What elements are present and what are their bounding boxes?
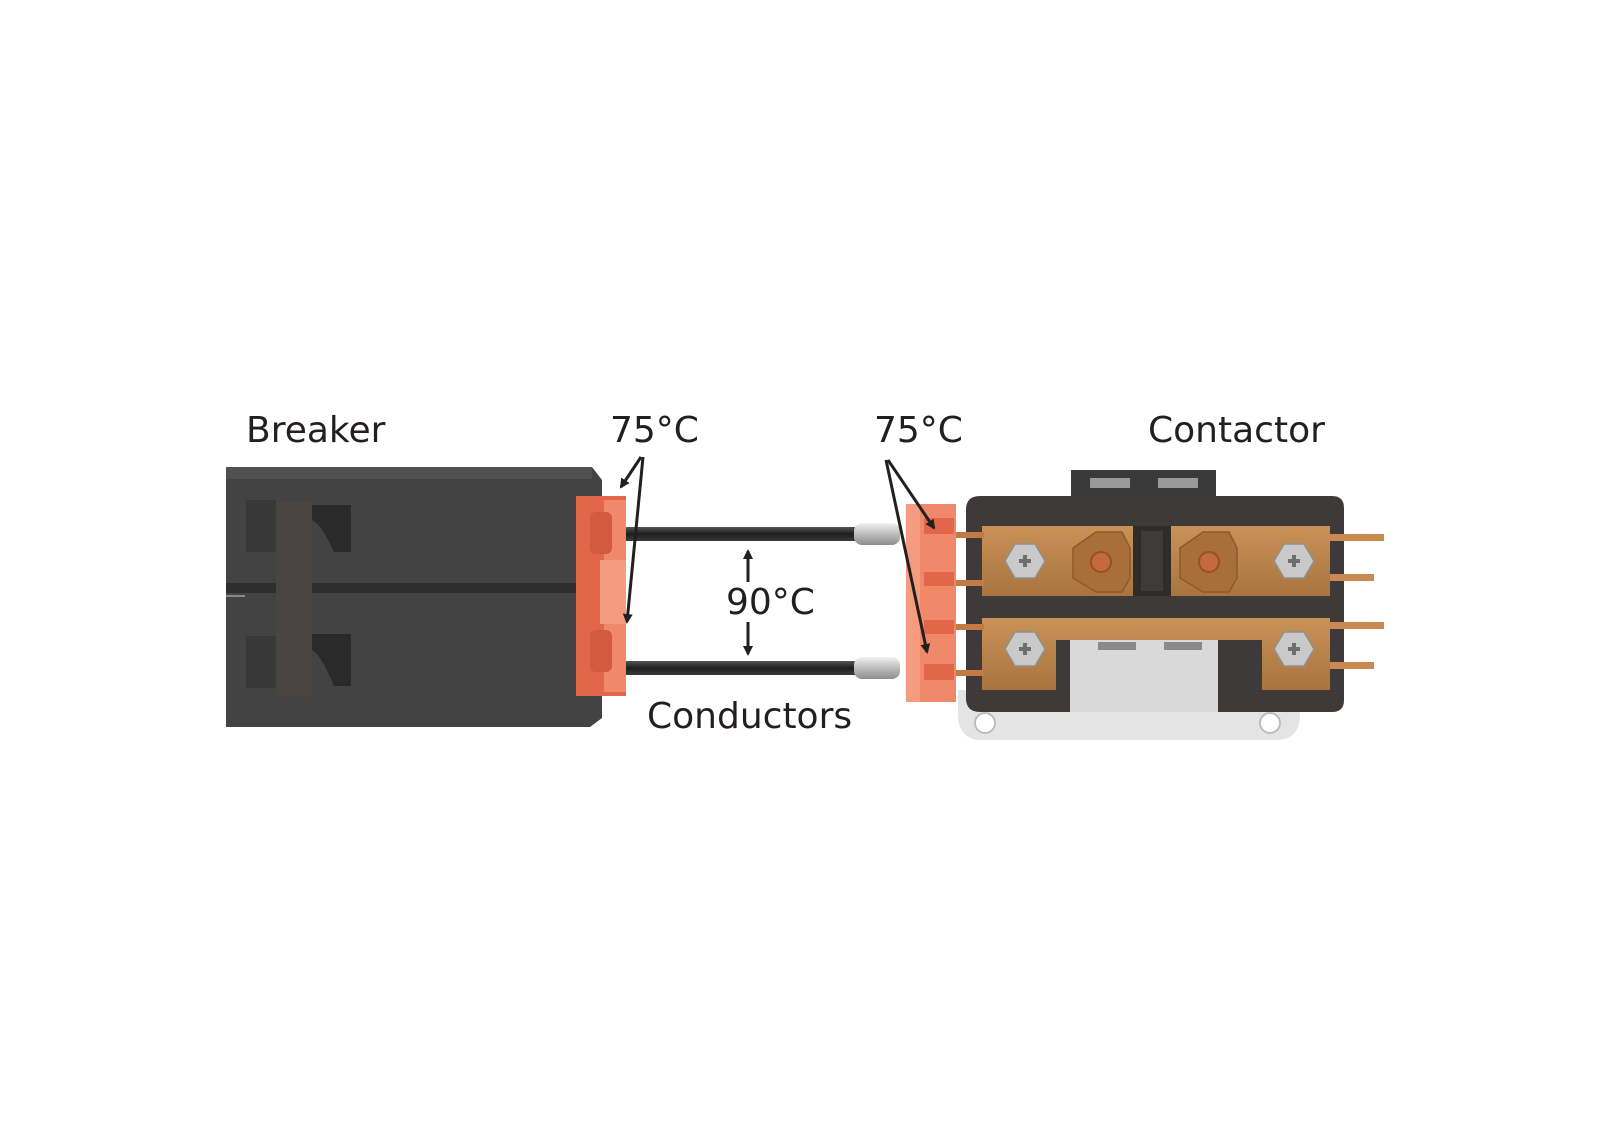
contactor-screw-icon-bottom-right bbox=[1273, 631, 1315, 667]
contactor-terminal-temp-arrows bbox=[884, 459, 936, 654]
conductor-wires bbox=[626, 523, 900, 679]
contactor-rivet-icon-right bbox=[1198, 551, 1220, 573]
contactor-screw-icon-bottom-left bbox=[1004, 631, 1046, 667]
breaker-label: Breaker bbox=[246, 410, 386, 451]
contactor-terminal-block bbox=[906, 504, 956, 702]
conductor-temp-label: 90°C bbox=[726, 582, 815, 623]
contactor-screw-icon-top-right bbox=[1273, 543, 1315, 579]
breaker-terminal-temp-arrows bbox=[619, 456, 645, 624]
breaker-terminal-block bbox=[576, 496, 626, 696]
breaker-body bbox=[226, 467, 602, 727]
contactor-body bbox=[938, 470, 1384, 740]
conductors-label: Conductors bbox=[647, 696, 853, 737]
contactor-screw-icon-top-left bbox=[1004, 543, 1046, 579]
breaker-terminal-temp-label: 75°C bbox=[610, 410, 699, 451]
contactor-label: Contactor bbox=[1148, 410, 1325, 451]
contactor-rivet-icon-left bbox=[1090, 551, 1112, 573]
contactor-terminal-temp-label: 75°C bbox=[874, 410, 963, 451]
